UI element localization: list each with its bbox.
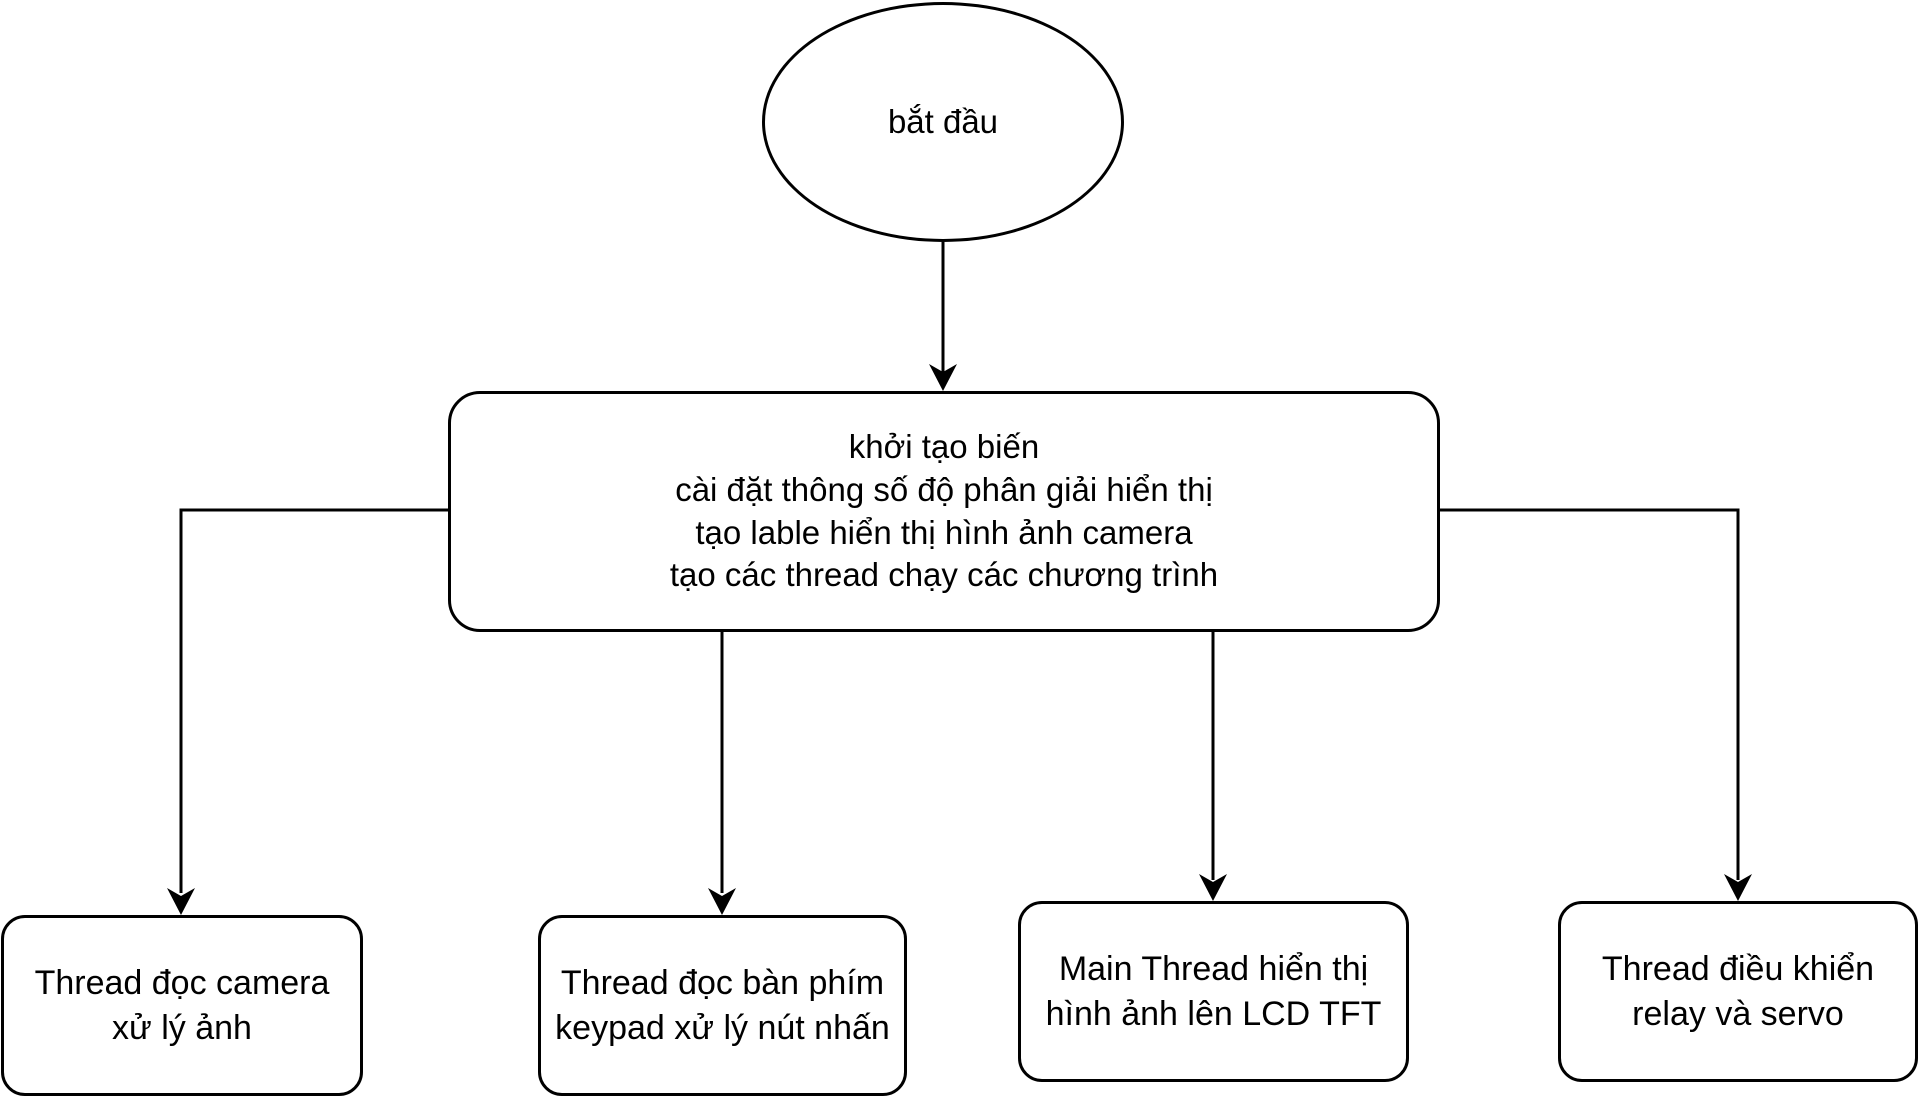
camera-thread-line-1: Thread đọc camera	[34, 964, 330, 1003]
connector-init-to-relay	[1440, 508, 1740, 880]
arrowhead-lcd	[1199, 874, 1227, 901]
relay-thread-line-2: relay và servo	[1632, 994, 1844, 1033]
relay-servo-thread-node: Thread điều khiển relay và servo	[1558, 901, 1918, 1082]
init-line-threads: tạo các thread chạy các chương trình	[669, 556, 1219, 594]
init-process-node: khởi tạo biến cài đặt thông số độ phân g…	[448, 391, 1440, 632]
lcd-thread-line-2: hình ảnh lên LCD TFT	[1045, 994, 1382, 1033]
init-line-variables: khởi tạo biến	[848, 427, 1040, 465]
init-line-camera-label: tạo lable hiển thị hình ảnh camera	[695, 513, 1193, 551]
arrowhead-camera	[167, 888, 195, 915]
camera-thread-node: Thread đọc camera xử lý ảnh	[1, 915, 363, 1096]
main-lcd-thread-node: Main Thread hiển thị hình ảnh lên LCD TF…	[1018, 901, 1409, 1082]
connector-init-to-camera	[179, 508, 448, 893]
start-node: bắt đầu	[762, 2, 1124, 242]
relay-thread-line-1: Thread điều khiển	[1601, 950, 1875, 989]
start-label: bắt đầu	[887, 102, 999, 140]
lcd-thread-line-1: Main Thread hiển thị	[1058, 950, 1369, 989]
camera-thread-line-2: xử lý ảnh	[112, 1008, 252, 1047]
init-line-resolution: cài đặt thông số độ phân giải hiển thị	[675, 470, 1213, 508]
arrowhead-keypad	[708, 888, 736, 915]
keypad-thread-line-1: Thread đọc bàn phím	[560, 964, 885, 1003]
keypad-thread-line-2: keypad xử lý nút nhấn	[555, 1008, 890, 1047]
keypad-thread-node: Thread đọc bàn phím keypad xử lý nút nhấ…	[538, 915, 907, 1096]
arrowhead-init	[929, 364, 957, 391]
arrowhead-relay	[1724, 874, 1752, 901]
